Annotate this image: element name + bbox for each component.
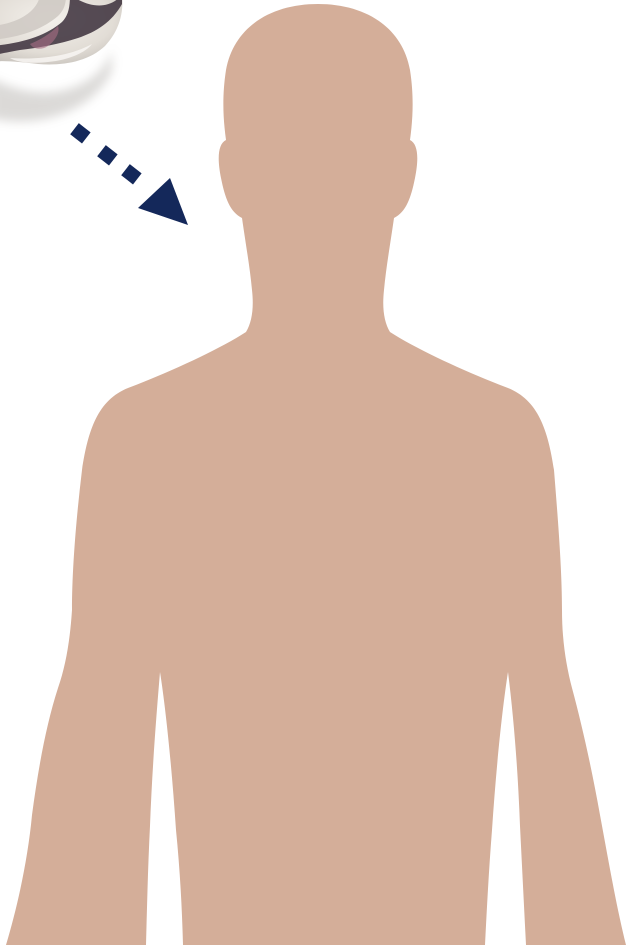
- arrow-dash-2: [97, 145, 117, 165]
- arrow-head: [138, 178, 188, 225]
- arrow-dash-3: [121, 164, 141, 184]
- oyster-shell-icon: [0, 0, 122, 121]
- human-silhouette-icon: [6, 4, 626, 945]
- arrow-dash-1: [70, 123, 90, 143]
- dashed-arrow-icon: [70, 123, 188, 225]
